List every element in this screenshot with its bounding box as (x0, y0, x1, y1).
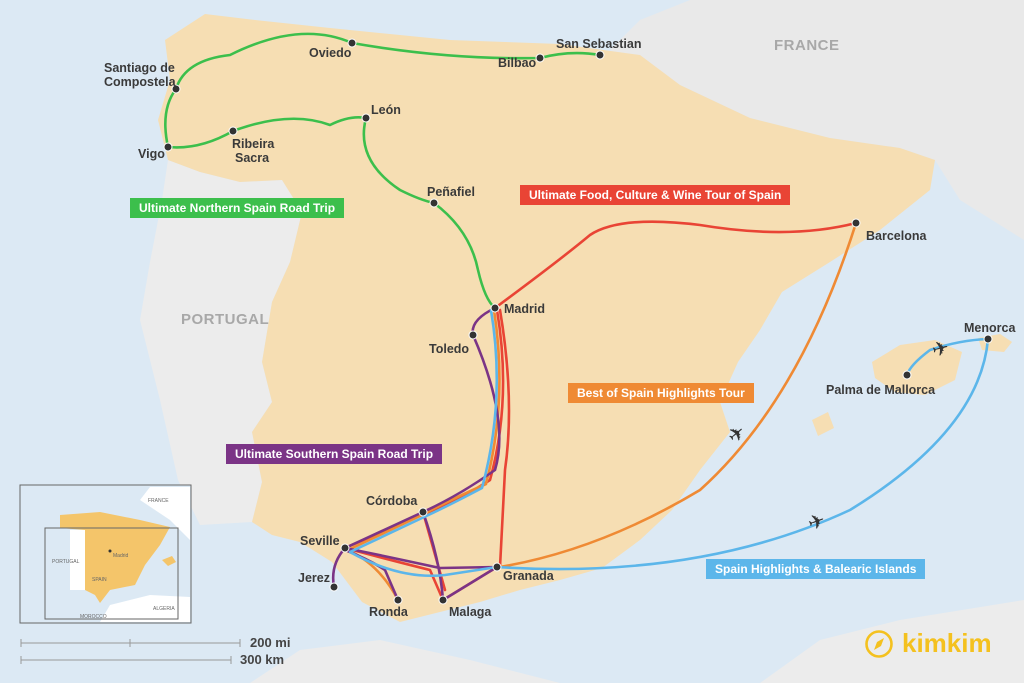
svg-text:Sacra: Sacra (235, 151, 270, 165)
svg-text:Bilbao: Bilbao (498, 56, 537, 70)
svg-text:FRANCE: FRANCE (148, 498, 169, 504)
svg-text:Menorca: Menorca (964, 321, 1016, 335)
city-vigo: Vigo (138, 142, 173, 161)
svg-text:León: León (371, 103, 401, 117)
svg-text:ALGERIA: ALGERIA (153, 606, 175, 612)
kimkim-logo: kimkim (864, 628, 992, 659)
svg-text:Peñafiel: Peñafiel (427, 185, 475, 199)
city-toledo: Toledo (429, 330, 478, 356)
city-menorca: Menorca (964, 321, 1016, 344)
city-cordoba: Córdoba (366, 494, 428, 517)
portugal-land (140, 160, 302, 525)
svg-text:Madrid: Madrid (504, 302, 545, 316)
svg-text:Seville: Seville (300, 534, 340, 548)
city-bilbao: Bilbao (498, 53, 545, 70)
city-jerez: Jerez (298, 571, 339, 592)
city-san-sebastian: San Sebastian (556, 37, 641, 60)
scale-km: 300 km (240, 652, 285, 667)
city-malaga: Malaga (438, 595, 492, 619)
ibiza-island (812, 412, 834, 436)
route-label-highlights: Best of Spain Highlights Tour (568, 383, 754, 403)
svg-text:Malaga: Malaga (449, 605, 492, 619)
svg-text:Palma de Mallorca: Palma de Mallorca (826, 383, 936, 397)
city-oviedo: Oviedo (309, 38, 357, 60)
spain-land (158, 14, 935, 622)
plane-icon: ✈ (805, 509, 828, 535)
svg-text:Santiago de: Santiago de (104, 61, 175, 75)
city-ronda: Ronda (369, 595, 409, 619)
route-label-northern: Ultimate Northern Spain Road Trip (130, 198, 345, 218)
scale-miles: 200 mi (250, 635, 291, 650)
svg-text:Ribeira: Ribeira (232, 137, 275, 151)
country-label-france: FRANCE (774, 37, 840, 54)
svg-text:Granada: Granada (503, 569, 555, 583)
brand-name: kimkim (902, 628, 992, 658)
svg-text:San Sebastian: San Sebastian (556, 37, 641, 51)
svg-text:Ronda: Ronda (369, 605, 409, 619)
city-leon: León (361, 103, 401, 123)
route-food-wine (343, 220, 858, 602)
france-land (610, 0, 1024, 240)
svg-text:Córdoba: Córdoba (366, 494, 418, 508)
plane-icon: ✈ (930, 337, 952, 363)
route-label-southern: Ultimate Southern Spain Road Trip (226, 444, 443, 464)
city-granada: Granada (492, 562, 555, 583)
svg-text:PORTUGAL: PORTUGAL (52, 559, 80, 565)
route-highlights (346, 221, 858, 602)
svg-text:SPAIN: SPAIN (92, 577, 107, 583)
route-balearic (348, 308, 990, 578)
svg-text:Vigo: Vigo (138, 147, 165, 161)
route-label-balearic: Spain Highlights & Balearic Islands (706, 559, 926, 579)
mallorca-island (872, 340, 962, 395)
route-label-food-wine: Ultimate Food, Culture & Wine Tour of Sp… (520, 185, 791, 205)
inset-locator-map: FRANCE PORTUGAL Madrid SPAIN ALGERIA MOR… (19, 484, 192, 624)
svg-text:Madrid: Madrid (113, 553, 129, 559)
city-madrid: Madrid (490, 302, 545, 316)
city-seville: Seville (300, 534, 350, 553)
svg-text:Jerez: Jerez (298, 571, 330, 585)
scale-bar (20, 639, 241, 664)
africa-land (250, 600, 1024, 683)
svg-text:MOROCCO: MOROCCO (80, 614, 107, 620)
svg-text:Toledo: Toledo (429, 342, 469, 356)
svg-text:Oviedo: Oviedo (309, 46, 352, 60)
city-palma: Palma de Mallorca (826, 370, 936, 397)
country-label-portugal: PORTUGAL (181, 311, 269, 328)
svg-text:Compostela: Compostela (104, 75, 177, 89)
city-penafiel: Peñafiel (427, 185, 475, 208)
compass-icon (865, 629, 893, 658)
svg-text:Barcelona: Barcelona (866, 229, 927, 243)
city-barcelona: Barcelona (851, 218, 927, 243)
